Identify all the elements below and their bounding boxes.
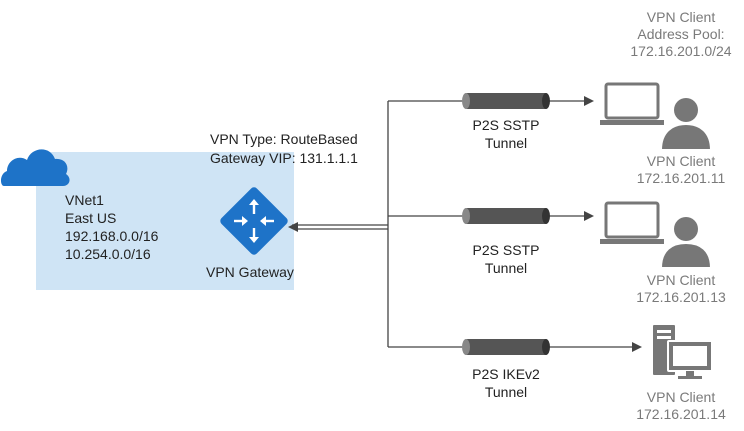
laptop-icon-1 bbox=[604, 82, 660, 120]
pool-label-1: VPN Client bbox=[646, 9, 716, 25]
client-2-ip: 172.16.201.13 bbox=[636, 289, 726, 305]
tunnel-3-word: Tunnel bbox=[484, 384, 528, 400]
branch-arrowhead-3 bbox=[632, 342, 642, 352]
branch-arrowhead-1 bbox=[584, 96, 594, 106]
laptop-base-2 bbox=[600, 239, 664, 244]
user-icon-2 bbox=[659, 217, 713, 269]
desktop-computer-icon bbox=[653, 325, 713, 379]
pool-range: 172.16.201.0/24 bbox=[630, 43, 732, 59]
laptop-icon-2 bbox=[604, 201, 660, 239]
tunnel-pipe-2 bbox=[462, 208, 550, 224]
gateway-label: VPN Gateway bbox=[206, 264, 294, 280]
vpn-gateway-icon bbox=[220, 187, 288, 255]
client-3-label: VPN Client bbox=[646, 389, 716, 405]
client-1-label: VPN Client bbox=[646, 153, 716, 169]
user-icon-1 bbox=[659, 98, 713, 151]
tunnel-1-word: Tunnel bbox=[484, 135, 528, 151]
branch-arrowhead-2 bbox=[584, 211, 594, 221]
tunnel-3-protocol: P2S IKEv2 bbox=[472, 366, 540, 382]
cloud-icon bbox=[0, 149, 70, 186]
tunnel-pipe-3 bbox=[462, 339, 550, 355]
laptop-base-1 bbox=[600, 120, 664, 125]
vnet-prefix-2: 10.254.0.0/16 bbox=[65, 246, 151, 262]
vnet-prefix-1: 192.168.0.0/16 bbox=[65, 228, 159, 244]
vnet-region: East US bbox=[65, 210, 117, 226]
tunnel-2-word: Tunnel bbox=[484, 260, 528, 276]
vpn-type-label: VPN Type: RouteBased bbox=[210, 131, 358, 147]
gateway-arrowhead bbox=[288, 222, 298, 232]
client-3-ip: 172.16.201.14 bbox=[636, 406, 726, 422]
gateway-vip-label: Gateway VIP: 131.1.1.1 bbox=[210, 150, 358, 166]
gateway-trunk bbox=[292, 101, 389, 347]
client-2-label: VPN Client bbox=[646, 272, 716, 288]
pool-label-2: Address Pool: bbox=[637, 26, 725, 42]
tunnel-1-protocol: P2S SSTP bbox=[472, 117, 540, 133]
client-1-ip: 172.16.201.11 bbox=[636, 170, 726, 186]
tunnel-pipe-1 bbox=[462, 93, 550, 109]
vnet-name: VNet1 bbox=[65, 192, 104, 208]
tunnel-2-protocol: P2S SSTP bbox=[472, 242, 540, 258]
